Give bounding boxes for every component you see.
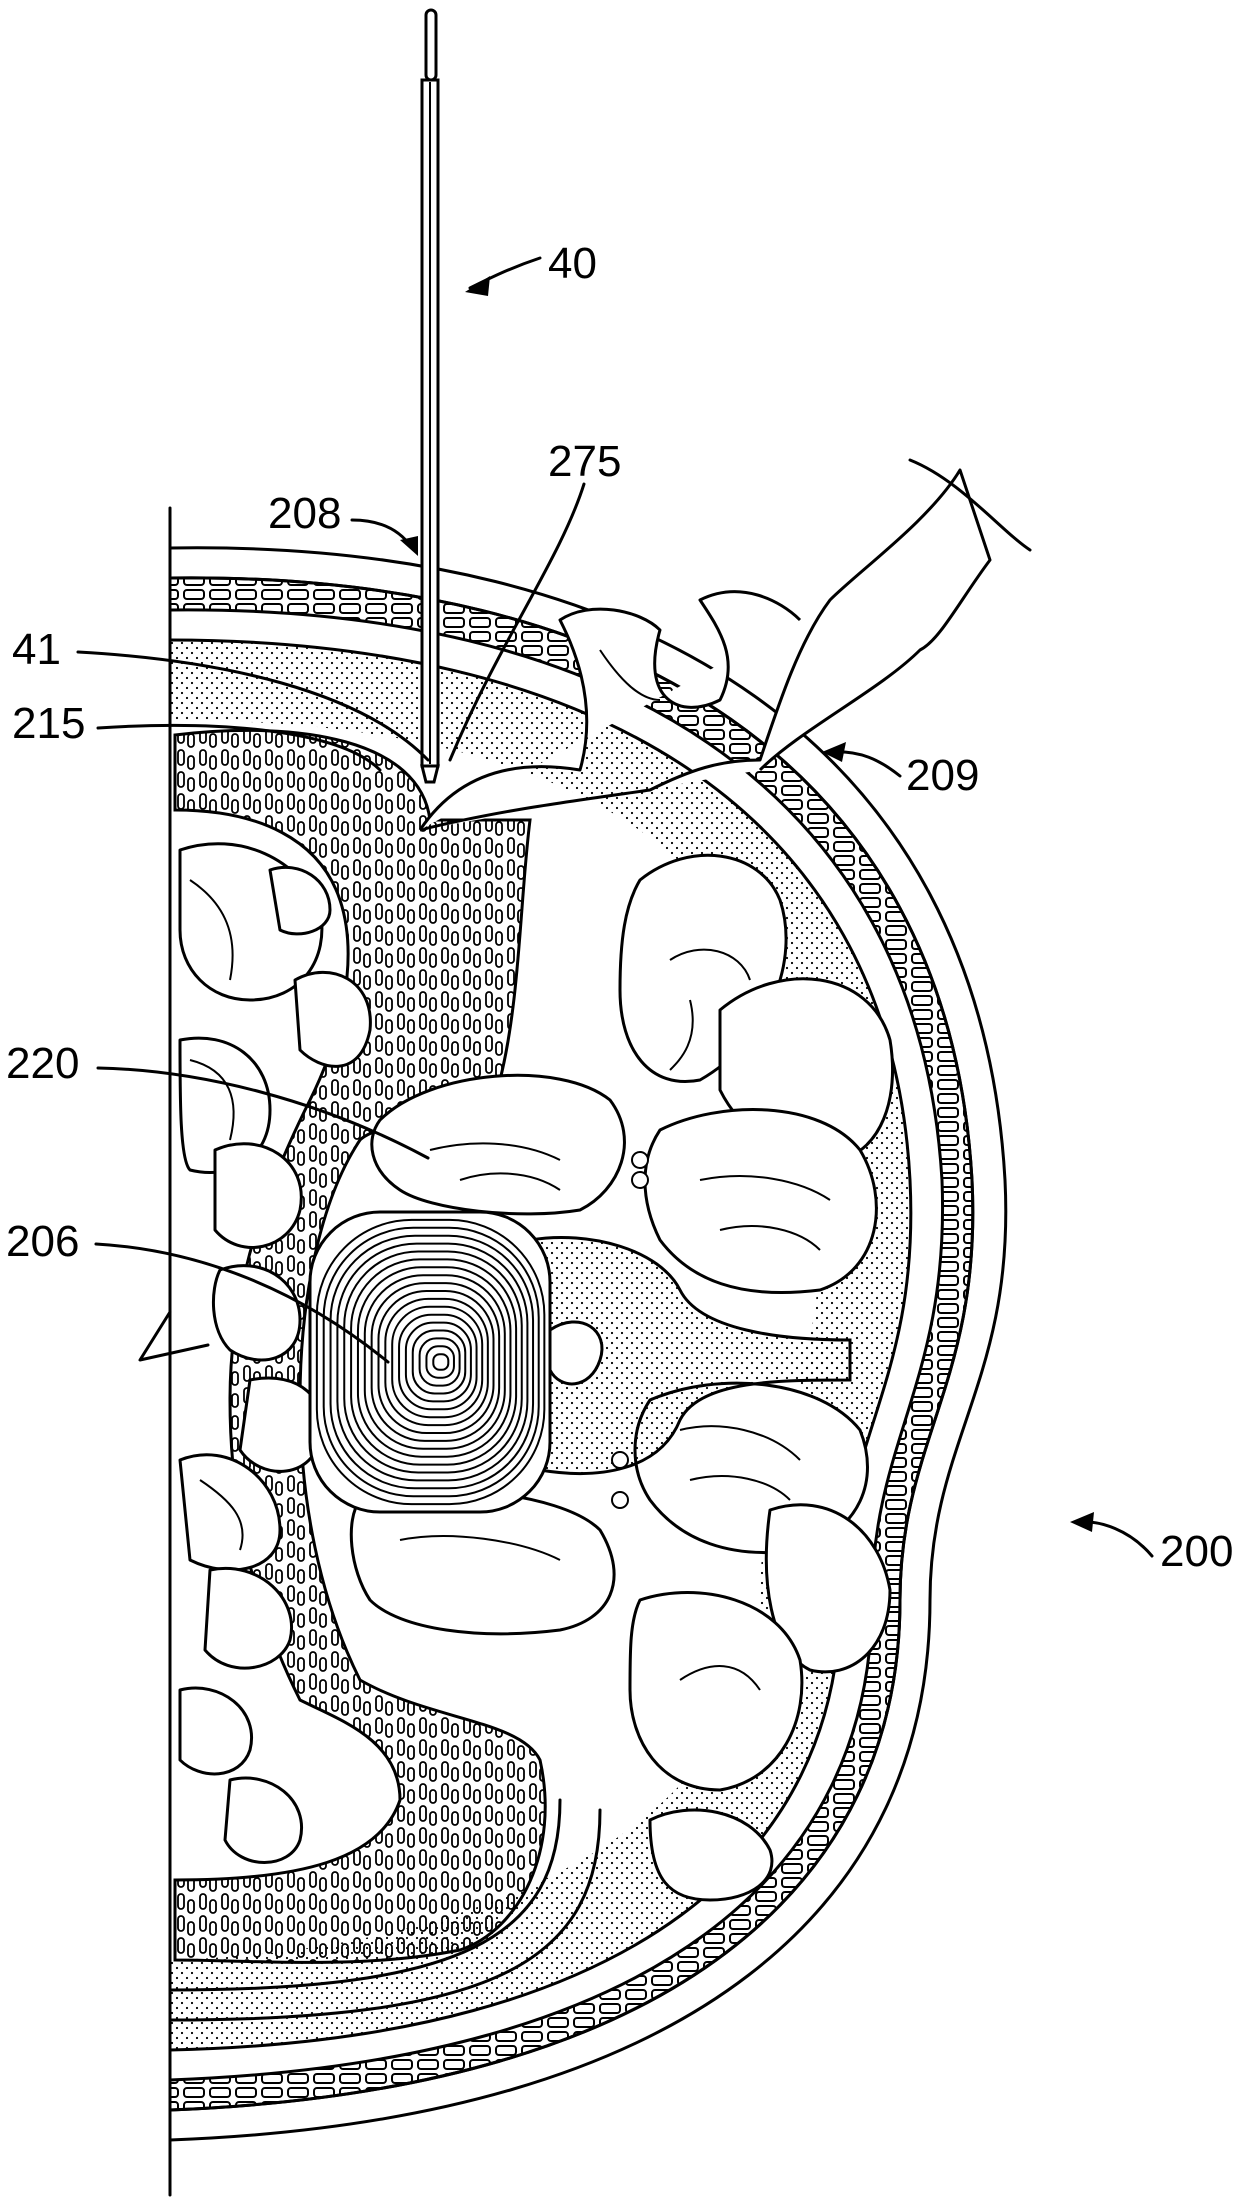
label-40: 40 xyxy=(548,239,597,288)
label-200: 200 xyxy=(1160,1527,1233,1576)
label-208: 208 xyxy=(268,489,341,538)
section-notch xyxy=(140,1312,208,1360)
label-215: 215 xyxy=(12,699,85,748)
arrowhead-209 xyxy=(822,742,846,762)
arrowhead-40 xyxy=(465,276,490,296)
label-209: 209 xyxy=(906,751,979,800)
leader-208 xyxy=(352,520,412,548)
label-41: 41 xyxy=(12,625,61,674)
label-220: 220 xyxy=(6,1039,79,1088)
disc xyxy=(310,1212,550,1512)
label-275: 275 xyxy=(548,437,621,486)
arrowhead-200 xyxy=(1070,1512,1094,1532)
label-206: 206 xyxy=(6,1217,79,1266)
probe xyxy=(422,10,438,782)
